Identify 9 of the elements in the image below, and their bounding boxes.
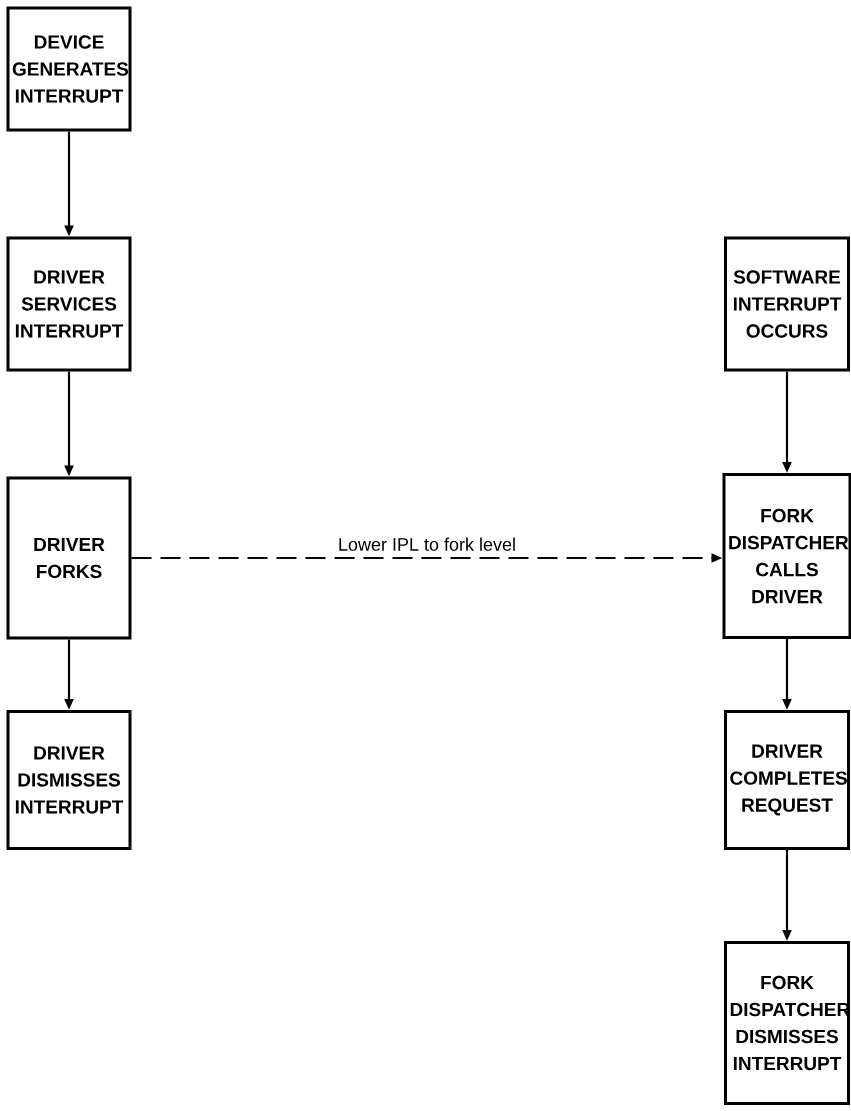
process-box: DRIVER SERVICES INTERRUPT bbox=[6, 236, 132, 372]
process-box: FORK DISPATCHER CALLS DRIVER bbox=[722, 473, 851, 639]
process-box: DRIVER COMPLETES REQUEST bbox=[724, 710, 850, 850]
edge-label: Lower IPL to fork level bbox=[336, 536, 518, 552]
process-box: DRIVER DISMISSES INTERRUPT bbox=[6, 710, 132, 850]
process-box: SOFTWARE INTERRUPT OCCURS bbox=[724, 236, 850, 372]
process-box: FORK DISPATCHER DISMISSES INTERRUPT bbox=[724, 941, 850, 1105]
process-box: DEVICE GENERATES INTERRUPT bbox=[6, 6, 132, 132]
process-box: DRIVER FORKS bbox=[6, 476, 132, 640]
